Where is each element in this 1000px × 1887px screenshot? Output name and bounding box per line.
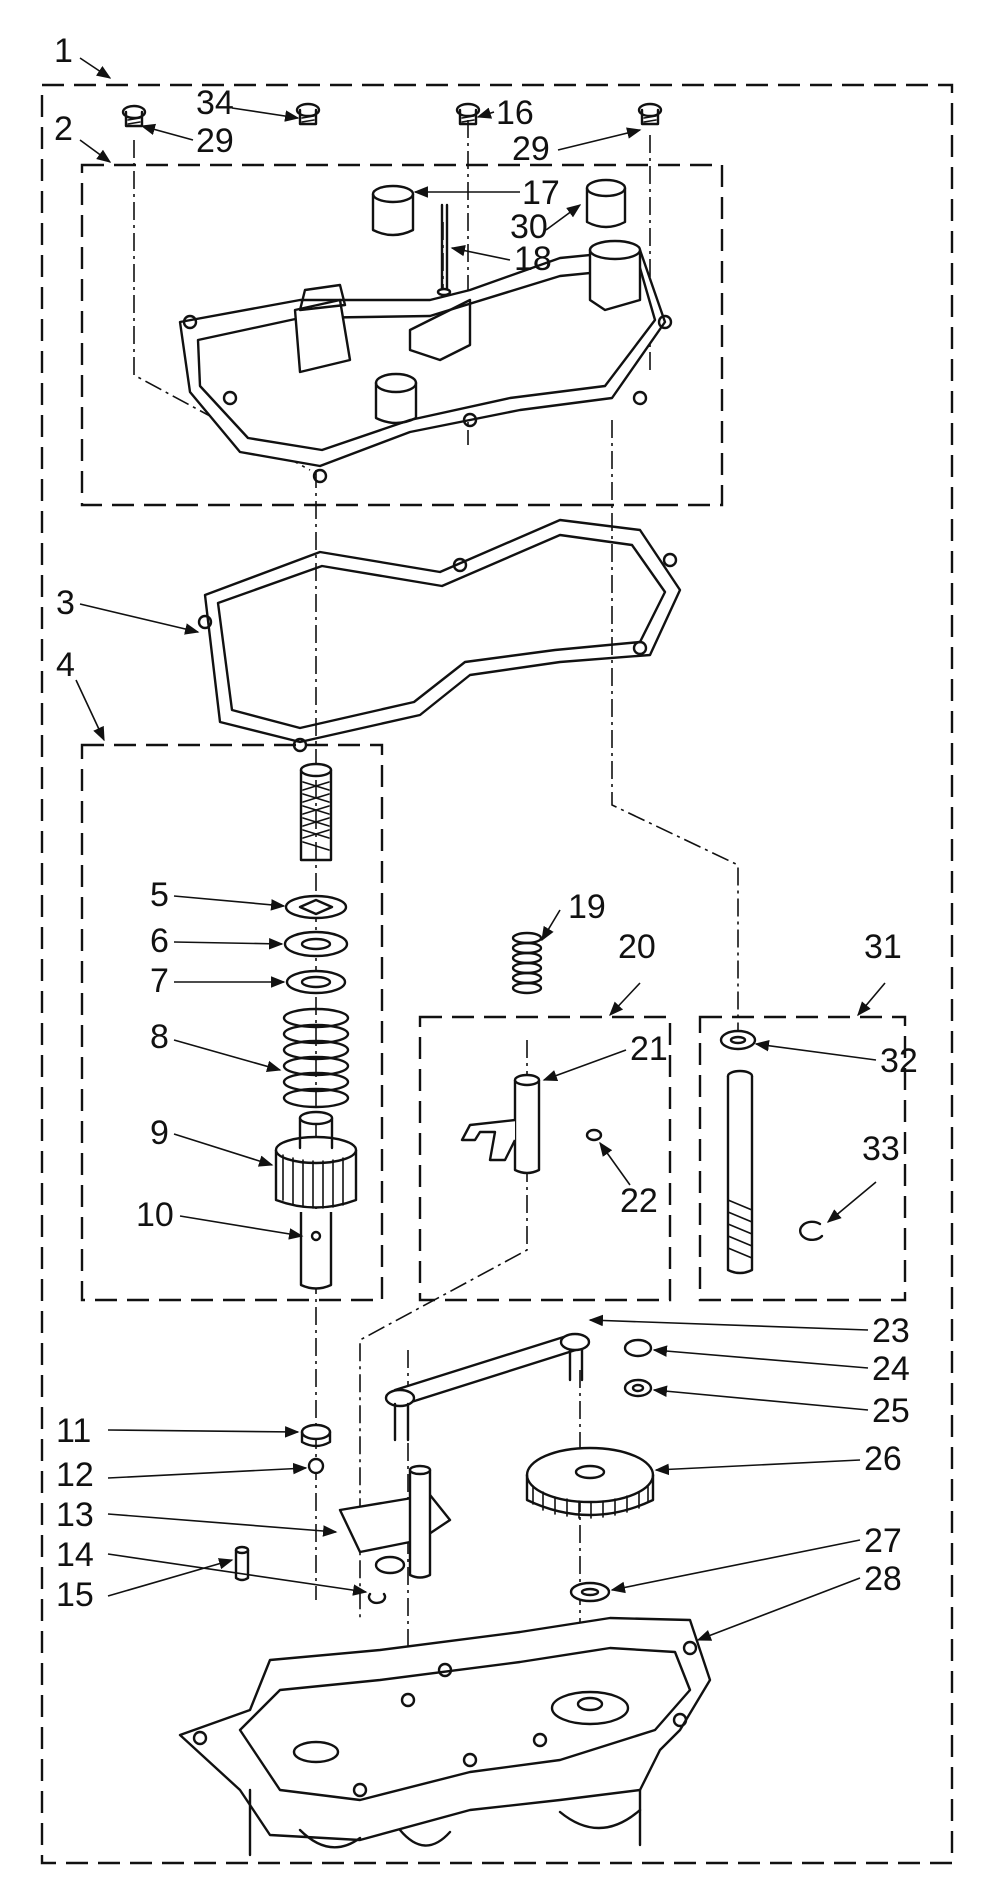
washer-icon xyxy=(285,969,347,995)
callout-24: 24 xyxy=(872,1350,910,1388)
callout-29: 29 xyxy=(512,130,550,168)
drive-arm-icon xyxy=(384,1332,591,1442)
cover-kit-box xyxy=(80,163,724,507)
callout-32: 32 xyxy=(880,1042,918,1080)
callout-8: 8 xyxy=(150,1018,169,1056)
shaft-top-icon xyxy=(299,762,333,862)
spring-icon xyxy=(511,931,543,995)
callout-11: 11 xyxy=(56,1412,91,1450)
bushing-icon xyxy=(585,178,627,229)
ball-icon xyxy=(307,1457,325,1475)
callout-18: 18 xyxy=(514,240,552,278)
callout-3: 3 xyxy=(56,584,75,622)
pin-icon xyxy=(436,203,452,297)
screw-icon xyxy=(295,102,321,126)
callout-34: 34 xyxy=(196,84,234,122)
callout-28: 28 xyxy=(864,1560,902,1598)
callout-23: 23 xyxy=(872,1312,910,1350)
callout-5: 5 xyxy=(150,876,169,914)
callout-22: 22 xyxy=(620,1182,658,1220)
washer-icon xyxy=(284,894,348,920)
shifter-fork-icon xyxy=(460,1073,541,1175)
bearing-cap-icon xyxy=(300,1423,332,1448)
callout-13: 13 xyxy=(56,1496,94,1534)
washer-icon xyxy=(283,930,349,958)
callout-25: 25 xyxy=(872,1392,910,1430)
callout-27: 27 xyxy=(864,1522,902,1560)
callout-4: 4 xyxy=(56,646,75,684)
callout-10: 10 xyxy=(136,1196,174,1234)
callout-7: 7 xyxy=(150,962,169,1000)
screw-icon xyxy=(455,102,481,126)
centerline-pinion xyxy=(611,420,739,1030)
callout-15: 15 xyxy=(56,1576,94,1614)
screw-icon xyxy=(121,104,147,128)
retaining-ring-icon xyxy=(799,1220,824,1242)
clip-icon xyxy=(585,1128,603,1142)
shaft-kit-box xyxy=(80,743,384,1302)
washer-icon xyxy=(623,1378,653,1398)
callout-26: 26 xyxy=(864,1440,902,1478)
callout-20: 20 xyxy=(618,928,656,966)
pinion-shaft-icon xyxy=(726,1069,754,1275)
gearcase-cover-icon xyxy=(178,239,673,484)
callout-6: 6 xyxy=(150,922,169,960)
centerline-left-bolt xyxy=(133,140,311,471)
washer-icon xyxy=(569,1581,611,1603)
callout-2: 2 xyxy=(54,110,73,148)
clip-icon xyxy=(367,1592,387,1605)
gearcase-icon xyxy=(178,1616,712,1857)
shift-lever-icon xyxy=(338,1464,452,1579)
callout-12: 12 xyxy=(56,1456,94,1494)
callout-1: 1 xyxy=(54,32,73,70)
washer-icon xyxy=(719,1029,757,1051)
callout-29: 29 xyxy=(196,122,234,160)
pinion-kit-box xyxy=(698,1015,907,1302)
drive-gear-icon xyxy=(274,1110,358,1209)
callout-9: 9 xyxy=(150,1114,169,1152)
shifter-kit-box xyxy=(418,1015,672,1302)
screw-icon xyxy=(637,102,663,126)
bushing-icon xyxy=(371,184,415,237)
callout-17: 17 xyxy=(522,174,560,212)
callout-19: 19 xyxy=(568,888,606,926)
callout-33: 33 xyxy=(862,1130,900,1168)
gear-icon xyxy=(525,1446,655,1519)
callout-21: 21 xyxy=(630,1030,668,1068)
shaft-bottom-icon xyxy=(299,1212,333,1290)
callout-14: 14 xyxy=(56,1536,94,1574)
assembly-outline-box xyxy=(40,83,954,1865)
gasket-icon xyxy=(197,518,682,753)
spring-icon xyxy=(282,1007,350,1109)
callout-16: 16 xyxy=(496,94,534,132)
callout-31: 31 xyxy=(864,928,902,966)
callout-30: 30 xyxy=(510,208,548,246)
clip-icon xyxy=(623,1338,653,1358)
